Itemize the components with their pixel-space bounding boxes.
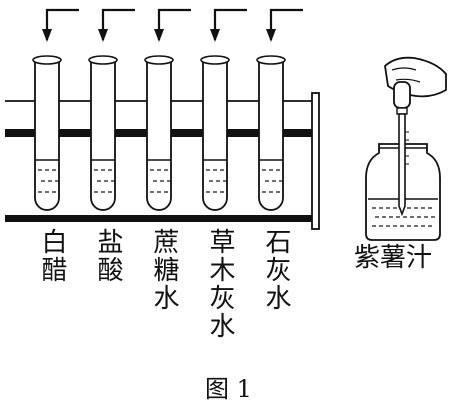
drop-arrow bbox=[210, 8, 247, 42]
test-tube bbox=[32, 55, 62, 211]
drop-arrow bbox=[266, 8, 303, 42]
tube-mouth bbox=[32, 55, 62, 65]
tube-label-plant-ash-water: 草木灰水 bbox=[205, 228, 235, 340]
tube-body bbox=[90, 60, 116, 211]
tube-label-limewater: 石灰水 bbox=[261, 228, 291, 312]
tube-mouth bbox=[144, 55, 174, 65]
drop-arrow bbox=[154, 8, 191, 42]
test-tube bbox=[200, 55, 230, 211]
drop-arrows bbox=[42, 8, 303, 42]
arrow-shaft bbox=[213, 8, 247, 40]
finger-lines bbox=[391, 67, 421, 83]
tube-body bbox=[258, 60, 284, 211]
tube-label-sucrose-water: 蔗糖水 bbox=[149, 228, 179, 312]
dropper-bulb bbox=[393, 81, 411, 109]
dropper-collar bbox=[396, 107, 408, 115]
tube-body bbox=[34, 60, 60, 211]
tube-body bbox=[202, 60, 228, 211]
drop-arrow bbox=[98, 8, 135, 42]
dropper-bottle bbox=[365, 56, 447, 241]
tube-label-white-vinegar: 白醋 bbox=[37, 228, 67, 284]
figure-caption: 图 1 bbox=[205, 375, 252, 403]
tube-label-hydrochloric-acid: 盐酸 bbox=[93, 228, 123, 284]
tube-mouth bbox=[256, 55, 286, 65]
arrow-shaft bbox=[157, 8, 191, 40]
arrow-head bbox=[42, 29, 52, 42]
tube-mouth bbox=[200, 55, 230, 65]
arrow-head bbox=[154, 29, 164, 42]
arrow-head bbox=[98, 29, 108, 42]
arrow-shaft bbox=[45, 8, 79, 40]
dropper-tube bbox=[398, 113, 406, 217]
tube-body bbox=[146, 60, 172, 211]
drop-arrow bbox=[42, 8, 79, 42]
arrow-shaft bbox=[101, 8, 135, 40]
arrow-head bbox=[266, 29, 276, 42]
test-tube bbox=[144, 55, 174, 211]
purple-potato-juice-label: 紫薯汁 bbox=[353, 243, 432, 273]
arrow-shaft bbox=[269, 8, 303, 40]
test-tubes bbox=[32, 55, 286, 211]
test-tube bbox=[256, 55, 286, 211]
rack-post bbox=[311, 92, 320, 230]
rack-bottom-bar bbox=[5, 215, 315, 222]
test-tube bbox=[88, 55, 118, 211]
tube-mouth bbox=[88, 55, 118, 65]
arrow-head bbox=[210, 29, 220, 42]
